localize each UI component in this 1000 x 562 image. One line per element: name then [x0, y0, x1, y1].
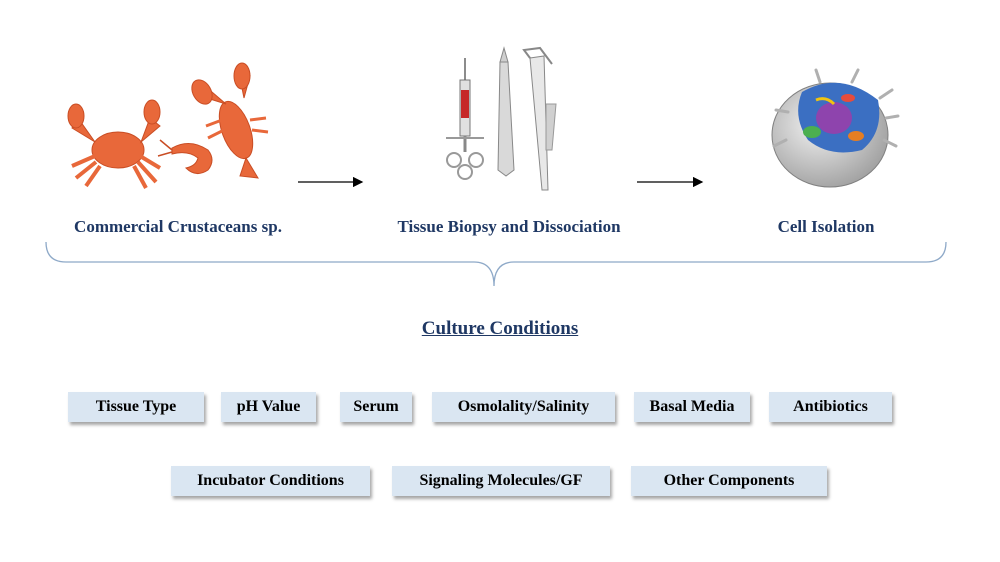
condition-chip: pH Value — [221, 392, 316, 422]
step-label-biopsy: Tissue Biopsy and Dissociation — [397, 217, 621, 236]
section-title: Culture Conditions — [421, 318, 579, 339]
step-label-cell-isolation: Cell Isolation — [777, 217, 875, 236]
condition-chip: Signaling Molecules/GF — [392, 466, 610, 496]
condition-chip: Incubator Conditions — [171, 466, 370, 496]
condition-chip: Serum — [340, 392, 412, 422]
step-label-crustaceans: Commercial Crustaceans sp. — [74, 217, 282, 236]
condition-chip: Osmolality/Salinity — [432, 392, 615, 422]
curly-brace — [45, 241, 947, 287]
condition-chip: Tissue Type — [68, 392, 204, 422]
condition-chip: Antibiotics — [769, 392, 892, 422]
condition-chip: Basal Media — [634, 392, 750, 422]
condition-chip: Other Components — [631, 466, 827, 496]
